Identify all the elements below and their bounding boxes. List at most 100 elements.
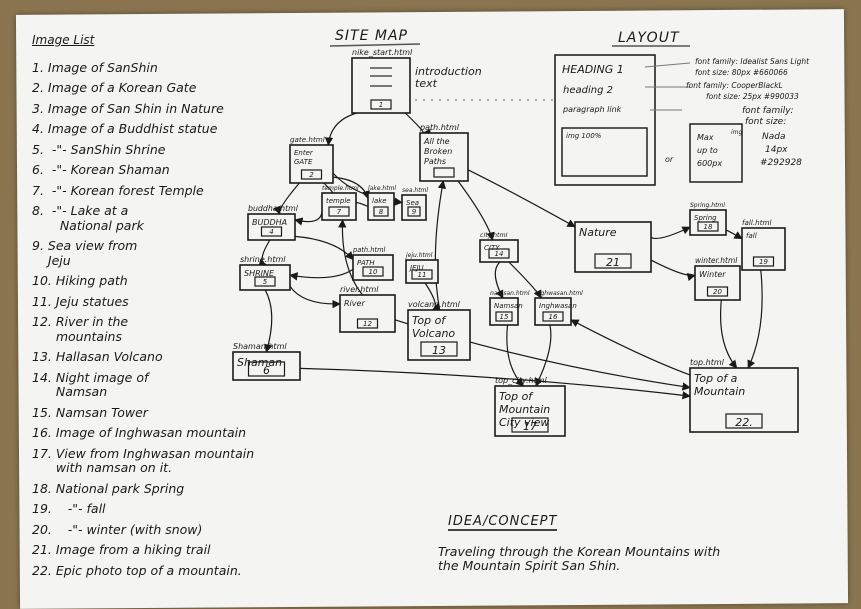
node-filename: top.html [690,358,725,367]
site-edge-paths-nature [467,169,576,228]
image-list-item: 16. Image of Inghwasan mountain [32,425,247,440]
node-number: 5 [263,278,268,286]
image-list-item: 12. River in the mountains [32,314,129,344]
node-label: lake [372,197,387,205]
image-list-item: 22. Epic photo top of a mountain. [32,562,242,578]
site-edge-paths-city [457,180,495,241]
node-number: 1 [379,101,383,109]
node-number: 18 [704,223,713,231]
intro-note-2: text [415,77,438,90]
node-label: JEJU [408,264,424,272]
layout-title: LAYOUT [618,30,680,46]
layout-page-box [554,54,656,186]
node-number-box [373,206,389,217]
node-filename: lake.html [368,185,396,192]
concept-title: IDEA/CONCEPT [448,514,558,531]
site-edge-spring-fall [724,229,743,240]
node-number-box [260,226,283,237]
node-filename: Shaman.html [233,342,287,351]
node-filename: inghwasan.html [535,290,583,297]
node-label: BUDDHA [252,218,287,227]
idea-concept: IDEA/CONCEPT Traveling through the Korea… [438,510,728,573]
layout-image-max [689,123,743,183]
image-list-item: 19. -"- fall [32,501,106,516]
node-number-box [725,413,763,429]
layout-note: Nada [762,132,785,142]
node-number-box [247,361,286,377]
node-number: 4 [269,228,273,236]
node-filename: fall.html [742,218,771,227]
node-number-box [488,248,510,259]
node-number-box [407,206,421,217]
site-edge-temple-buddha [294,211,323,226]
node-filename: path.html [419,123,460,132]
site-edge-start-gate [324,112,357,146]
node-number-box [254,276,276,287]
node-filename: path.html [352,246,386,254]
layout-img-full-label: img 100% [566,132,602,140]
node-number-box [328,206,350,217]
site-map-title: SITE MAP [335,28,408,44]
node-label: GATE [294,158,313,166]
image-list-item: 2. Image of a Korean Gate [32,80,197,95]
node-number-box [370,99,392,110]
image-list-item: 7. -"- Korean forest Temple [32,182,204,198]
layout-or: or [665,155,674,164]
image-list-item: 1. Image of SanShin [32,59,158,75]
image-list-item: 8. -"- Lake at a National park [32,203,144,233]
node-number: 14 [495,250,504,258]
site-edge-buddha-path [294,235,354,261]
node-filename: winter.html [695,256,738,265]
layout-image-full [561,127,648,177]
node-number-box [411,269,433,280]
node-filename: shrine.html [240,255,286,264]
node-number-box [594,253,632,269]
layout-note: font family: [742,106,794,116]
node-number-box [511,417,549,433]
node-number: 2 [309,171,314,179]
image-list-item: 3. Image of San Shin in Nature [32,100,224,116]
site-edge-city-inghwasan [508,261,542,299]
node-number: 16 [549,313,558,321]
layout-heading1: HEADING 1 [562,63,624,76]
node-label: PATH [357,259,375,267]
site-edge-city-namsan [494,261,504,299]
node-number: 21 [606,256,620,269]
layout-heading2: heading 2 [563,85,613,96]
image-list-item: 15. Namsan Tower [32,404,148,420]
node-label: Winter [699,270,726,279]
node-label: Paths [424,157,446,166]
node-number-box [356,318,379,329]
node-number: 20 [713,288,722,296]
layout-section: LAYOUT HEADING 1 heading 2 paragraph lin… [554,30,810,186]
node-filename: river.html [340,285,379,294]
node-number: 13 [432,344,446,357]
image-list-item: 6. -"- Korean Shaman [32,162,170,177]
layout-img-max-2: up to [697,146,718,155]
node-label: Spring [694,214,717,222]
node-label: Inghwasan [539,302,577,310]
site-edge-shaman-top [299,367,691,400]
node-label: temple [326,197,351,205]
layout-img-small-label: img [731,129,743,136]
node-number: 11 [418,271,427,279]
node-filename: gate.html [290,135,325,144]
concept-text: Traveling through the Korean Mountains w… [438,544,721,573]
site-edge-namsan-topcity [506,324,525,387]
node-label: SHRINE [244,269,275,278]
node-label: CITY [484,244,500,252]
node-number-box [362,266,384,277]
